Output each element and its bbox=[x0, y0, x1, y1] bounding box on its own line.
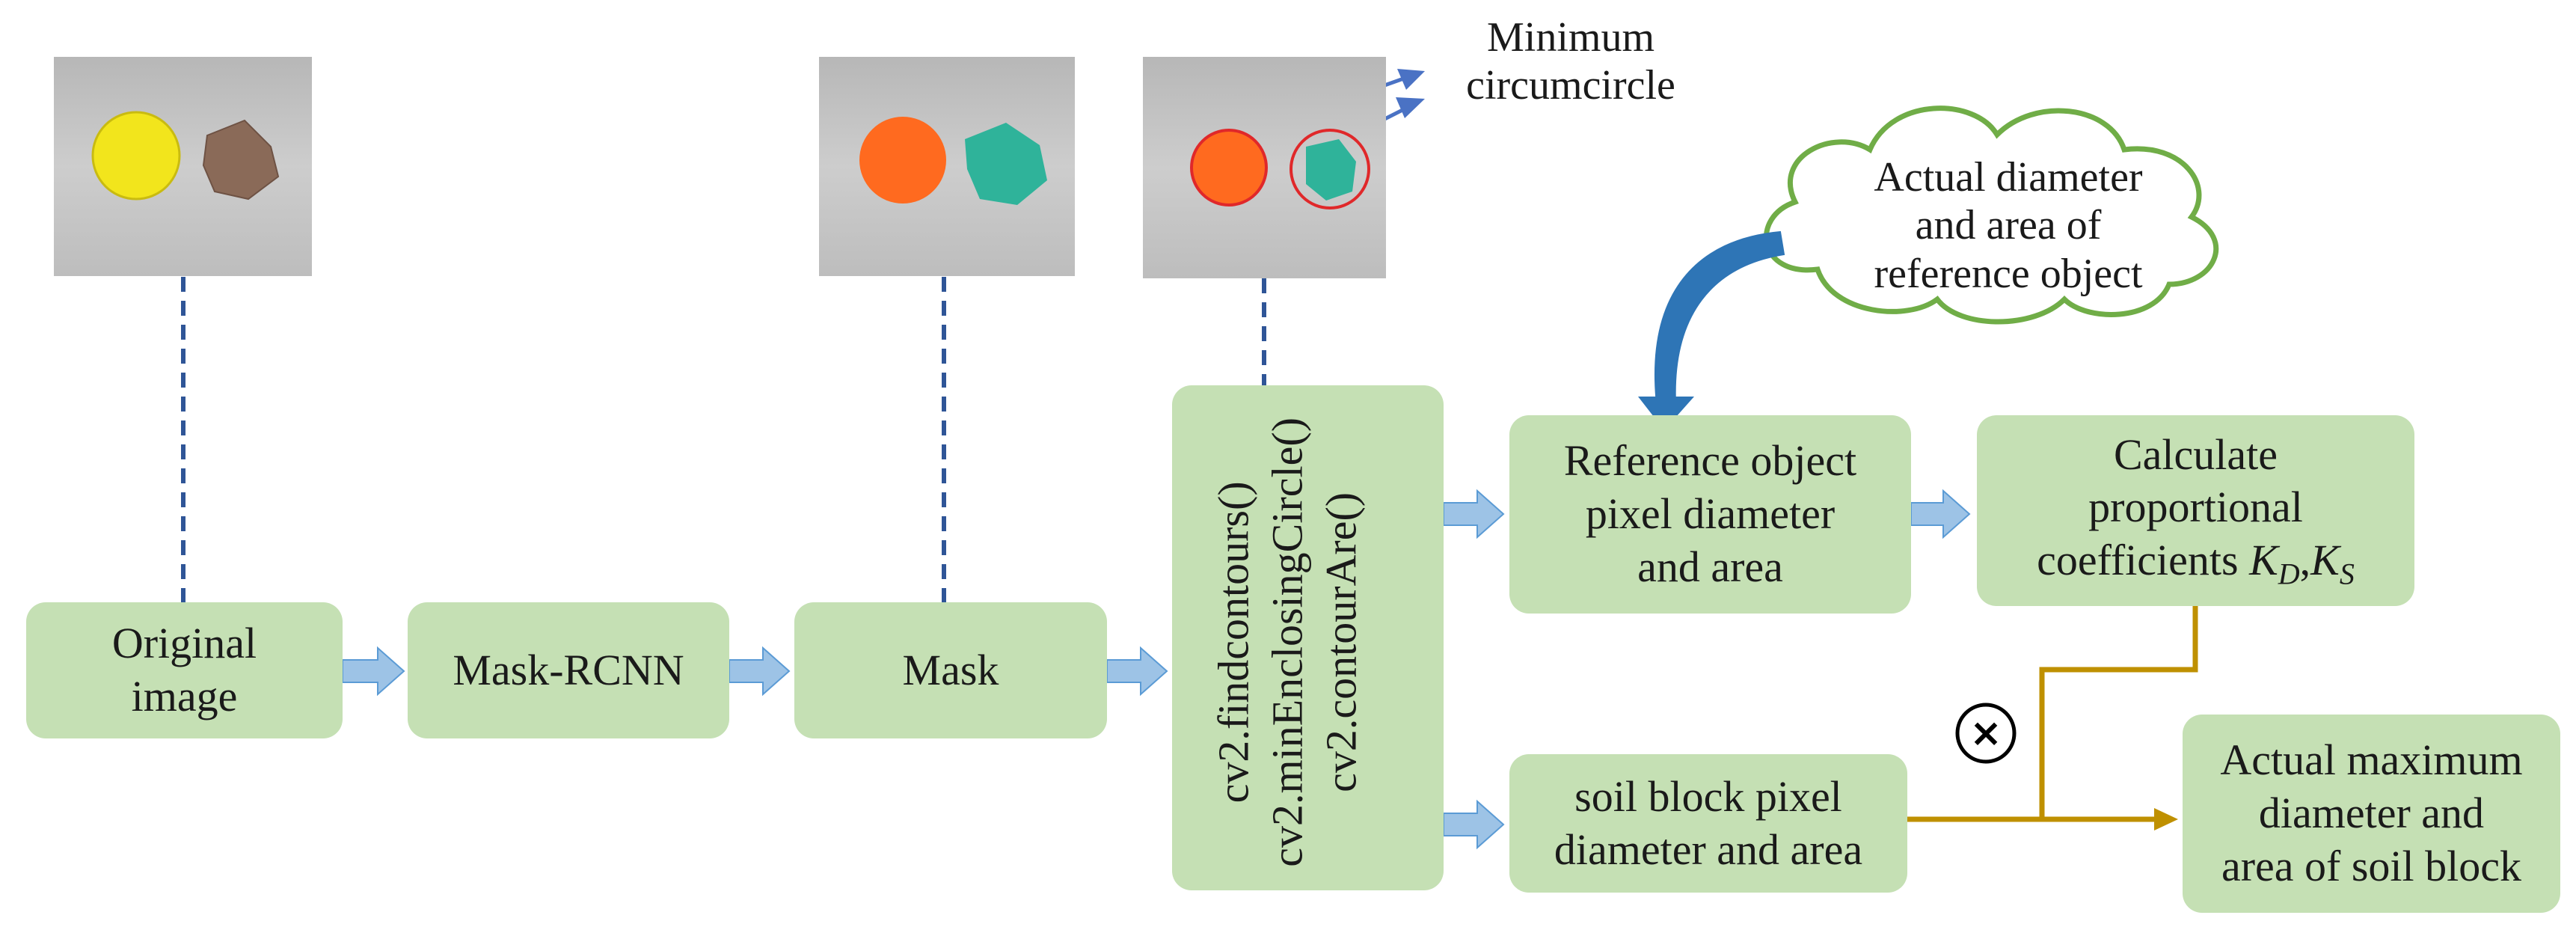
box-calculate-line3: coefficients KD,KS bbox=[2037, 534, 2355, 593]
box-actual-line1: Actual maximum bbox=[2220, 735, 2523, 785]
red-min-circle bbox=[1289, 129, 1370, 209]
opencv-findcontours: cv2.findcontours() bbox=[1209, 481, 1258, 804]
box-original-image: Original image bbox=[26, 602, 343, 738]
box-actual-line3: area of soil block bbox=[2221, 841, 2521, 890]
photo-original bbox=[54, 57, 312, 276]
cloud-line2: and area of bbox=[1915, 202, 2102, 249]
photo-mask bbox=[819, 57, 1075, 276]
orange-disc bbox=[859, 117, 946, 204]
arrow-maskrcnn-to-mask bbox=[729, 646, 791, 697]
cloud-line1: Actual diameter bbox=[1874, 154, 2143, 201]
curved-arrowhead bbox=[1638, 397, 1694, 430]
box-actual-soil: Actual maximum diameter and area of soil… bbox=[2183, 715, 2560, 913]
box-actual-line2: diameter and bbox=[2258, 789, 2485, 838]
box-soil-line2: diameter and area bbox=[1554, 825, 1863, 874]
multiply-symbol: × bbox=[1969, 711, 2002, 756]
arrow-original-to-maskrcnn bbox=[342, 646, 405, 697]
cloud-label: Actual diameter and area of reference ob… bbox=[1806, 153, 2210, 298]
box-reference-line1: Reference object bbox=[1563, 436, 1857, 486]
box-soil-pixel: soil block pixel diameter and area bbox=[1509, 754, 1907, 893]
box-mask: Mask bbox=[794, 602, 1107, 738]
multiply-circle bbox=[1955, 703, 2017, 764]
box-original-line1: Original bbox=[111, 619, 257, 668]
photo-mask-art bbox=[859, 117, 1047, 205]
box-mask-rcnn-label: Mask-RCNN bbox=[453, 645, 684, 694]
label-minimum-line2: circumcircle bbox=[1466, 62, 1675, 109]
yellow-disc bbox=[91, 111, 181, 201]
photo-circumcircle-art bbox=[1190, 129, 1370, 209]
arrow-reference-to-calculate bbox=[1910, 489, 1971, 539]
box-original-line2: image bbox=[131, 672, 238, 721]
photo-circumcircle bbox=[1143, 57, 1386, 278]
box-reference-pixel: Reference object pixel diameter and area bbox=[1509, 415, 1911, 614]
photo-original-art bbox=[91, 111, 280, 201]
opencv-minenclosingcircle: cv2.minEnclosingCircle() bbox=[1263, 417, 1312, 867]
box-reference-line3: and area bbox=[1637, 542, 1783, 591]
brown-stone bbox=[202, 119, 280, 201]
label-minimum-line1: Minimum bbox=[1486, 14, 1655, 61]
box-soil-line1: soil block pixel bbox=[1574, 771, 1842, 821]
curved-arrow-cloud-to-reference bbox=[1655, 230, 1785, 405]
orange-disc-outline bbox=[1190, 129, 1268, 207]
coef-kd: KD bbox=[2249, 536, 2300, 591]
box-calculate-line2: proportional bbox=[2088, 483, 2303, 532]
coef-ks: KS bbox=[2310, 536, 2355, 591]
box-mask-rcnn: Mask-RCNN bbox=[408, 602, 729, 738]
cloud-shape bbox=[1764, 105, 2219, 325]
arrow-mask-to-opencv bbox=[1106, 646, 1168, 697]
pointer-arrowhead-disc bbox=[1397, 69, 1425, 90]
cloud-line3: reference object bbox=[1874, 250, 2143, 297]
box-calculate-coefficients: Calculate proportional coefficients KD,K… bbox=[1977, 415, 2414, 606]
coef-separator: , bbox=[2299, 536, 2311, 585]
teal-stone-small bbox=[1306, 139, 1356, 201]
label-minimum-circumcircle: Minimum circumcircle bbox=[1436, 13, 1705, 110]
box-reference-line2: pixel diameter bbox=[1585, 489, 1836, 539]
gold-arrowhead bbox=[2154, 808, 2178, 830]
box-calculate-line1: Calculate bbox=[2113, 429, 2278, 479]
opencv-contourare: cv2.contourAre() bbox=[1316, 492, 1366, 792]
box-opencv-functions: cv2.findcontours() cv2.minEnclosingCircl… bbox=[1172, 385, 1444, 890]
box-calculate-word: coefficients bbox=[2037, 536, 2239, 585]
pointer-arrowhead-stone bbox=[1396, 97, 1425, 118]
teal-stone bbox=[965, 123, 1047, 205]
arrow-opencv-to-soil bbox=[1443, 799, 1505, 850]
arrow-opencv-to-reference bbox=[1443, 489, 1505, 539]
gold-line-coefficients bbox=[2039, 606, 2198, 819]
box-mask-label: Mask bbox=[902, 645, 999, 694]
